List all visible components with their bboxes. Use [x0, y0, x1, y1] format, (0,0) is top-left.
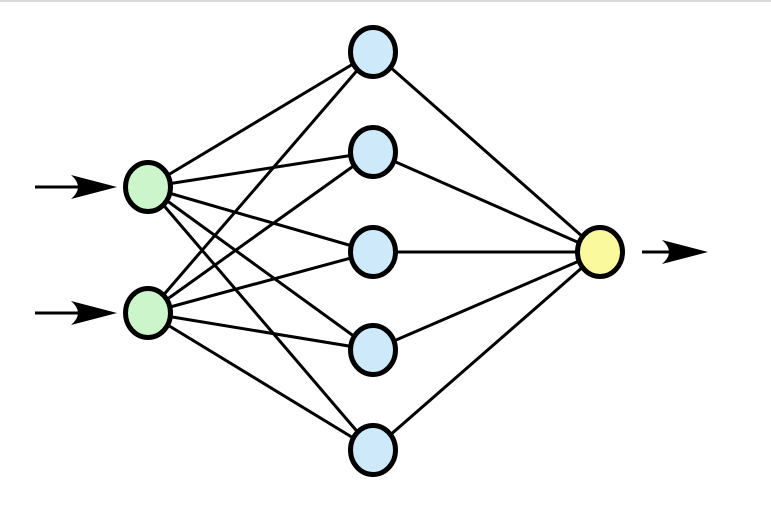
hidden-node-1 — [348, 25, 398, 79]
edge-i2-h4 — [147, 311, 374, 352]
edge-h4-o1 — [372, 250, 601, 352]
edge-i1-h2 — [147, 150, 374, 189]
input-arrow-2-head — [71, 301, 117, 325]
hidden-node-4 — [348, 323, 398, 377]
edge-i2-h5 — [147, 311, 374, 452]
input-node-2 — [123, 286, 173, 340]
output-node-1 — [575, 225, 625, 279]
edge-i1-h4 — [147, 185, 374, 352]
edge-i2-h2 — [147, 150, 374, 315]
hidden-node-5 — [348, 423, 398, 477]
input-node-1 — [123, 160, 173, 214]
edge-h5-o1 — [372, 250, 601, 452]
output-arrow-head — [662, 240, 708, 264]
hidden-node-3 — [348, 225, 398, 279]
edge-h2-o1 — [372, 150, 601, 254]
edge-i2-h3 — [147, 250, 374, 315]
edge-i1-h5 — [146, 186, 375, 451]
hidden-node-2 — [348, 125, 398, 179]
window-top-border — [0, 0, 771, 2]
edge-i1-h3 — [147, 185, 374, 254]
edge-i1-h1 — [147, 50, 374, 189]
edge-h1-o1 — [372, 50, 601, 254]
edge-i2-h1 — [146, 51, 375, 314]
input-arrow-1-head — [71, 175, 117, 199]
